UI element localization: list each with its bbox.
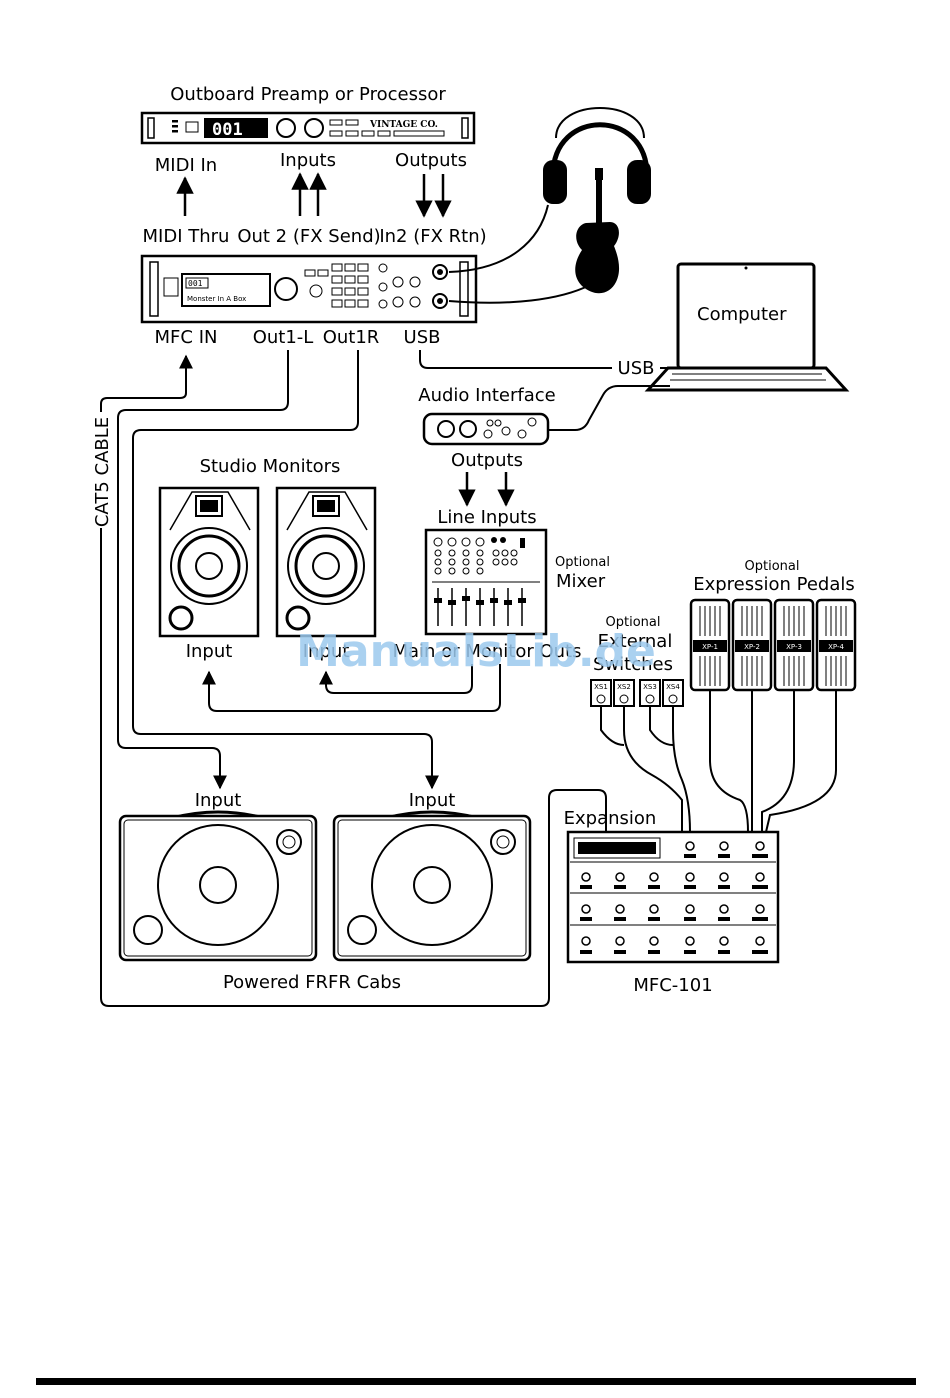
outboard-preamp: 001 VINTAGE CO. <box>140 111 476 145</box>
switches-optional: Optional <box>606 615 661 630</box>
out1r-label: Out1R <box>323 327 380 348</box>
cat5-cable <box>100 354 607 1007</box>
xp1-label: XP-1 <box>702 643 718 651</box>
usb-cable <box>419 350 686 369</box>
outboard-brand: VINTAGE CO. <box>369 120 438 130</box>
xs4-label: XS4 <box>666 683 680 691</box>
computer-title: Computer <box>697 304 787 325</box>
studio-monitor-right <box>275 486 377 638</box>
expression-pedal: XP-1 <box>689 598 731 692</box>
frfr-cab-right <box>332 810 532 962</box>
main-monitor-outs-label: Main or Monitor Outs <box>393 641 582 662</box>
outputs-label: Outputs <box>395 150 467 171</box>
monitor-input-left: Input <box>186 641 233 662</box>
midi-in-label: MIDI In <box>155 155 217 176</box>
expression-title: Expression Pedals <box>693 574 855 595</box>
ai-outputs-label: Outputs <box>451 450 523 471</box>
guitar-headphone-cables <box>448 204 591 304</box>
xp3-label: XP-3 <box>786 643 802 651</box>
expansion-label: Expansion <box>564 808 657 829</box>
frfr-cab-left <box>118 810 318 962</box>
out1-cables <box>117 350 439 790</box>
frfr-title: Powered FRFR Cabs <box>223 972 401 993</box>
watermark: ManualsLib.de <box>296 626 656 677</box>
mfc-101 <box>566 830 780 964</box>
mfc-title: MFC-101 <box>633 975 712 996</box>
audio-interface <box>422 412 550 446</box>
inputs-label: Inputs <box>280 150 336 171</box>
xp2-label: XP-2 <box>744 643 760 651</box>
headphones-icon <box>543 107 651 204</box>
laptop-icon <box>644 262 850 392</box>
mixer-to-monitor-cables <box>202 664 501 712</box>
expression-pedal: XP-4 <box>815 598 857 692</box>
expression-pedal: XP-2 <box>731 598 773 692</box>
mixer-title: Mixer <box>556 571 606 592</box>
switch-and-pedal-cables <box>600 690 837 833</box>
outboard-title: Outboard Preamp or Processor <box>170 84 446 105</box>
out1l-label: Out1-L <box>253 327 314 348</box>
expression-pedal: XP-3 <box>773 598 815 692</box>
guitar-icon <box>575 168 620 294</box>
usb-cable-label: USB <box>618 358 655 379</box>
monitor-input-right: Input <box>303 641 350 662</box>
frfr-input-right: Input <box>409 790 456 811</box>
external-switch: XS2 <box>613 679 635 707</box>
mixer <box>424 528 548 636</box>
audio-interface-usb-cable <box>548 385 670 431</box>
xs2-label: XS2 <box>617 683 631 691</box>
xp4-label: XP-4 <box>828 643 844 651</box>
switches-title-2: Switches <box>593 654 673 675</box>
axefx-display-preset: 001 <box>188 279 203 288</box>
midi-arrow <box>176 172 452 218</box>
axefx-unit: 001 Monster In A Box <box>140 254 478 324</box>
ai-output-arrows <box>458 472 515 507</box>
xs1-label: XS1 <box>594 683 608 691</box>
mfc-in-label: MFC IN <box>155 327 218 348</box>
external-switch: XS3 <box>639 679 661 707</box>
outboard-display: 001 <box>212 120 243 140</box>
external-switch: XS4 <box>662 679 684 707</box>
axefx-display-name: Monster In A Box <box>187 295 246 303</box>
xs3-label: XS3 <box>643 683 657 691</box>
expression-pedals: XP-1 XP-2 XP-3 XP-4 <box>689 598 857 692</box>
studio-monitor-left <box>158 486 260 638</box>
in2-label: In2 (FX Rtn) <box>379 226 486 247</box>
switches-title-1: External <box>598 631 673 652</box>
cat5-label: CAT5 CABLE <box>92 417 113 527</box>
mixer-optional: Optional <box>555 555 610 570</box>
frfr-input-left: Input <box>195 790 242 811</box>
line-inputs-label: Line Inputs <box>437 507 536 528</box>
usb-label: USB <box>404 327 441 348</box>
external-switches: XS1 XS2 XS3 XS4 <box>590 679 684 707</box>
studio-monitors-title: Studio Monitors <box>200 456 341 477</box>
out2-label: Out 2 (FX Send) <box>237 226 380 247</box>
external-switch: XS1 <box>590 679 612 707</box>
midi-thru-label: MIDI Thru <box>143 226 230 247</box>
bottom-rule <box>36 1378 916 1385</box>
audio-interface-title: Audio Interface <box>418 385 555 406</box>
expression-optional: Optional <box>745 559 800 574</box>
